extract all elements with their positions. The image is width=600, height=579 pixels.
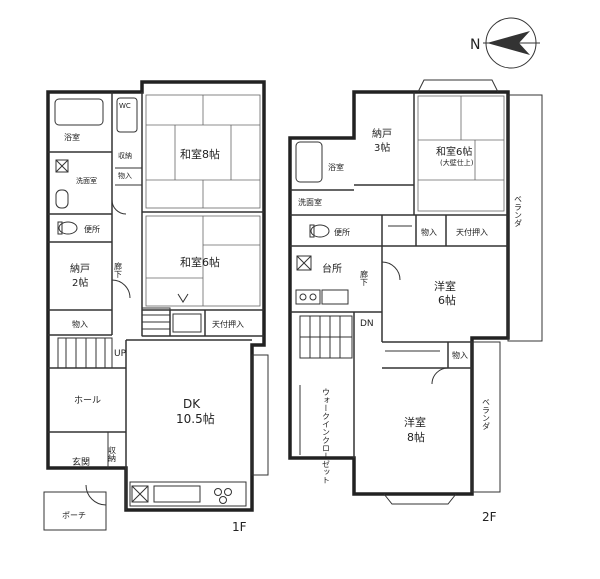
room-hallway-2f: 廊下 [360,269,369,287]
room-washitsu-2f: 和室6帖 [436,145,472,158]
floor-label-1f: 1F [232,520,247,534]
room-washitsu8-1f: 和室8帖 [180,147,220,161]
room-yoshitsu8-size-2f: 8帖 [407,431,425,444]
room-storage-small-1f: 物入 [118,171,132,180]
room-toilet-1f: 便所 [84,224,100,234]
label-veranda-bottom: ベランダ [482,398,491,430]
north-arrow-icon [487,31,530,55]
room-storage-top-1f: 収納 [118,151,132,160]
room-yoshitsu8-2f: 洋室 [404,415,426,429]
compass-north-label: N [470,37,480,53]
veranda-top [507,94,543,342]
room-washroom-2f: 洗面室 [298,197,322,207]
room-entrance-1f: 玄関 [72,456,90,468]
room-closet2-2f: 物入 [452,350,468,360]
room-nando-2f: 納戸 [372,127,392,140]
room-toilet-2f: 便所 [334,227,350,237]
floor-1f [43,80,269,531]
room-yoshitsu6-2f: 洋室 [434,279,456,293]
floor-label-2f: 2F [482,510,497,524]
room-walkin-2f: ウォークインクローゼット [322,388,331,484]
room-dk-size-1f: 10.5帖 [176,411,215,426]
floor-2f [288,79,543,505]
room-yoshitsu6-size-2f: 6帖 [438,294,456,307]
room-nando-1f: 納戸 [70,262,90,275]
room-hallway-1f: 廊下 [114,261,123,279]
stairs-up-label: UP [114,349,127,359]
room-washroom-1f: 洗面室 [76,176,97,185]
room-ceiling-hatch-1f: 天付押入 [212,319,244,329]
room-ceiling-hatch-2f: 天付押入 [456,227,488,237]
bathtub-2f-icon [295,141,323,183]
room-bath-2f: 浴室 [328,162,344,172]
floor-1f-labels: 浴室 WC 収納 物入 洗面室 便所 和室8帖 和室6帖 納戸 2帖 廊下 物入… [62,102,247,534]
room-nando-size-1f: 2帖 [72,276,88,289]
room-washitsu6-1f: 和室6帖 [180,255,220,269]
room-kitchen-2f: 台所 [322,262,342,275]
room-washitsu-note-2f: (大壁仕上) [440,158,474,167]
veranda-bottom [471,341,501,493]
sink-icon [55,189,69,209]
room-dk-1f: DK [183,397,201,411]
room-porch-1f: ポーチ [62,511,86,520]
room-hall-1f: ホール [74,395,101,406]
toilet-icon [58,221,78,235]
compass: N [470,17,540,69]
room-closet-1f: 物入 [72,319,88,329]
porch [43,491,107,531]
floor-2f-labels: 納戸 3帖 和室6帖 (大壁仕上) ベランダ 浴室 洗面室 便所 物入 天付押入… [298,127,523,524]
toilet-2f-icon [310,224,330,238]
room-bath-1f: 浴室 [64,132,80,142]
room-storage-side-1f: 収納 [108,445,117,463]
stairs-2f [299,315,353,359]
stairs-1f [57,307,171,369]
stairs-dn-label: DN [360,319,374,329]
room-nando-size-2f: 3帖 [374,141,390,154]
label-veranda-top: ベランダ [514,195,523,227]
room-closet1-2f: 物入 [421,227,437,237]
room-wc-1f: WC [119,102,131,110]
bathtub-icon [54,98,104,126]
